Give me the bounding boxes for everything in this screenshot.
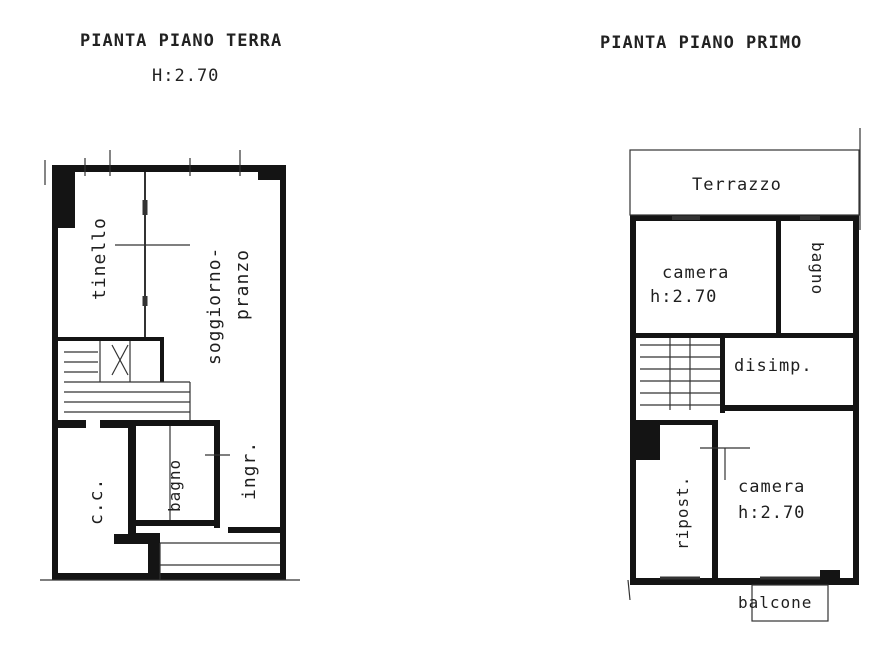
room-label-balcone: balcone	[738, 593, 812, 612]
room-label-pranzo: pranzo	[232, 249, 253, 320]
room-label-disimp: disimp.	[734, 356, 813, 376]
room-label-tinello: tinello	[89, 217, 110, 300]
ground-floor-title: PIANTA PIANO TERRA	[80, 31, 283, 51]
room-label-cucina: c.c.	[86, 478, 107, 525]
room-label-ingr: ingr.	[239, 441, 260, 500]
ground-floor-labels: tinello soggiorno- pranzo bagno ingr. c.…	[86, 217, 260, 525]
room-label-camera-1: camera	[662, 263, 729, 283]
room-label-camera-2: camera	[738, 477, 805, 497]
room-label-bagno: bagno	[165, 459, 184, 512]
ground-floor-height-label: H:2.70	[152, 66, 220, 86]
ground-floor-lines	[40, 150, 300, 581]
first-floor-walls	[630, 215, 859, 585]
room-label-ripost: ripost.	[673, 476, 692, 550]
room-label-camera-2-height: h:2.70	[738, 503, 805, 523]
room-label-bagno-first: bagno	[808, 242, 827, 295]
first-floor-title: PIANTA PIANO PRIMO	[600, 33, 803, 53]
ground-floor-walls	[52, 165, 286, 580]
room-label-terrazzo: Terrazzo	[692, 175, 782, 195]
room-label-soggiorno: soggiorno-	[204, 247, 225, 365]
first-floor-labels: Terrazzo camera h:2.70 bagno disimp. rip…	[650, 175, 827, 612]
first-floor-lines	[627, 128, 861, 622]
room-label-camera-1-height: h:2.70	[650, 287, 717, 307]
